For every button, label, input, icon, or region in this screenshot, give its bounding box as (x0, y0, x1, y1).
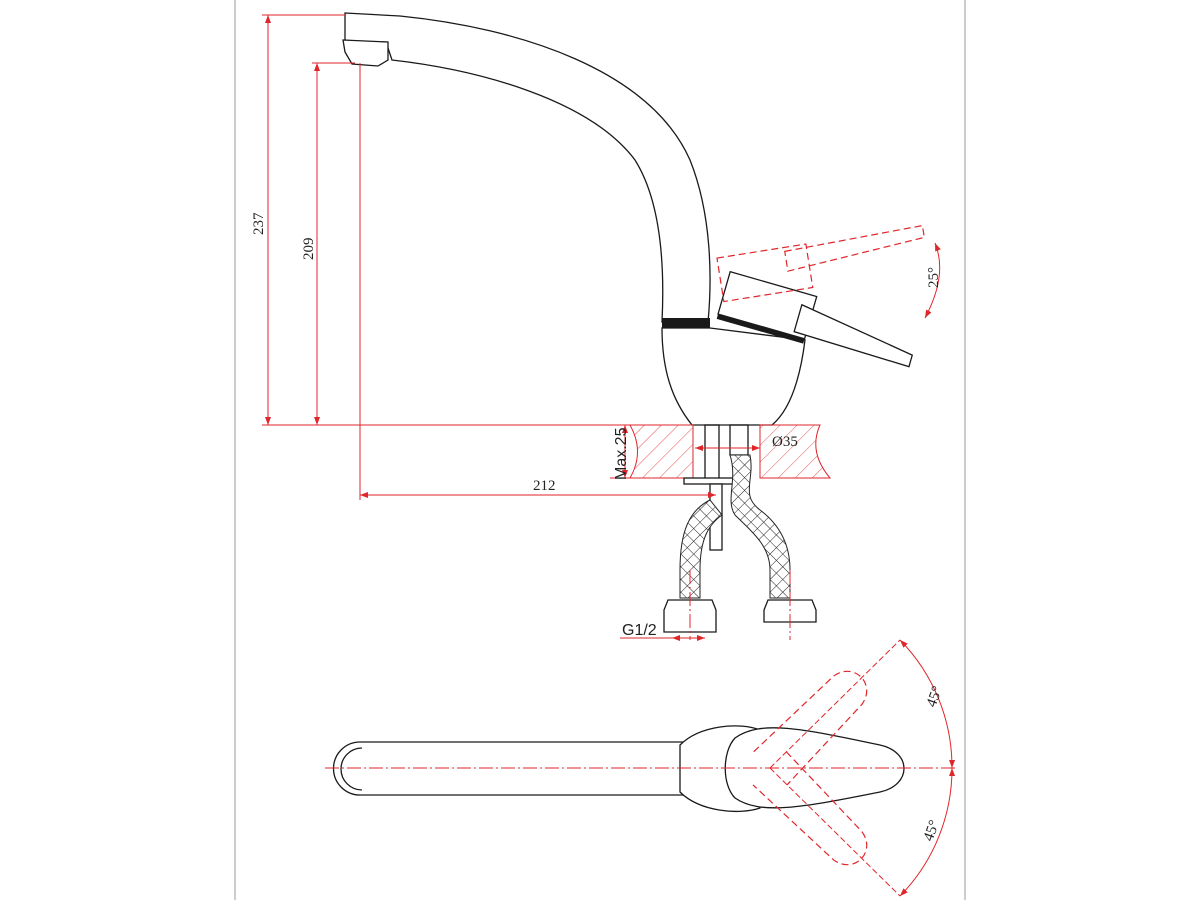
lever-swing-left-outline (753, 670, 868, 786)
faucet-top-view: 45° 45° (325, 639, 956, 897)
lever-raised-outline (716, 224, 925, 303)
countertop-section (629, 424, 832, 640)
body (661, 327, 806, 426)
spout (344, 12, 711, 323)
spout-ring (662, 318, 710, 328)
lever-swing-right-outline (752, 751, 868, 866)
dim-thread: G1/2 (622, 622, 657, 639)
dim-spout-height: 209 (301, 238, 317, 261)
dim-total-height: 237 (251, 212, 267, 235)
dimensions: 237 209 212 Max.25 Ø35 G1/2 (251, 14, 798, 641)
aerator (342, 39, 389, 67)
tilt-angle-arc (924, 242, 941, 319)
dim-spout-reach: 212 (533, 478, 556, 494)
lever (716, 270, 914, 368)
dim-counter-thickness: Max.25 (613, 427, 630, 480)
swing-angle-right-label: 45° (921, 818, 943, 843)
faucet-side-view: 25° (342, 12, 942, 426)
tilt-angle-label: 25° (926, 267, 942, 288)
dim-hole-diameter: Ø35 (772, 434, 798, 450)
swing-angle-left-label: 45° (924, 684, 946, 709)
